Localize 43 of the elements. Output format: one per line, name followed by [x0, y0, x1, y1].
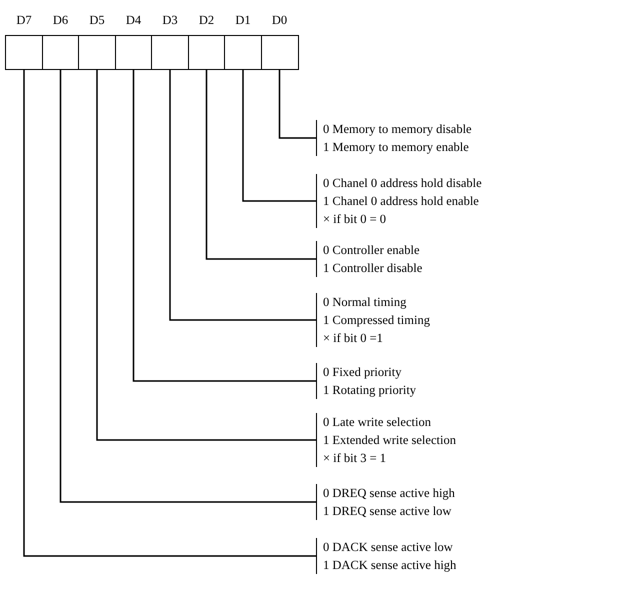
option-group [316, 293, 430, 347]
option-group [316, 413, 456, 467]
bit-label: D7 [15, 12, 33, 28]
option-text: 1 Chanel 0 address hold enable [323, 193, 480, 210]
bit-label: D4 [124, 12, 142, 28]
option-group [316, 241, 422, 277]
option-group [316, 363, 416, 399]
connector-line [96, 70, 316, 441]
option-group [316, 120, 472, 156]
option-group [316, 538, 456, 574]
option-text: 1 DACK sense active high [323, 557, 456, 574]
bit-label: D0 [270, 12, 288, 28]
option-text: 0 DACK sense active low [323, 539, 454, 556]
option-text: 1 Extended write selection [323, 432, 456, 449]
connector-line [60, 70, 316, 503]
connector-line [23, 70, 316, 557]
option-text: 1 Rotating priority [323, 382, 416, 399]
option-text: 0 Late write selection [323, 414, 432, 431]
option-text: 0 Fixed priority [323, 364, 402, 381]
option-text: × if bit 0 = 0 [323, 211, 388, 228]
bit-label: D1 [234, 12, 252, 28]
bit-label: D3 [161, 12, 179, 28]
option-text: 1 DREQ sense active low [323, 503, 452, 520]
bit-label: D2 [198, 12, 216, 28]
option-text: 0 DREQ sense active high [323, 485, 455, 502]
option-text: 1 Controller disable [323, 260, 422, 277]
connector-line [169, 70, 316, 321]
connector-line [278, 70, 316, 139]
option-group [316, 174, 482, 228]
option-text: × if bit 0 =1 [323, 330, 384, 347]
option-text: 0 Memory to memory disable [323, 121, 472, 138]
bit-label: D6 [52, 12, 70, 28]
option-text: 0 Chanel 0 address hold disable [323, 175, 482, 192]
option-text: 0 Controller enable [323, 242, 420, 259]
option-group [316, 484, 455, 520]
connector-line [242, 70, 316, 202]
option-text: 0 Normal timing [323, 294, 408, 311]
connector-line [206, 70, 316, 260]
option-text: × if bit 3 = 1 [323, 450, 388, 467]
connector-line [132, 70, 316, 382]
option-text: 1 Compressed timing [323, 312, 430, 329]
option-text: 1 Memory to memory enable [323, 139, 470, 156]
bit-label: D5 [88, 12, 106, 28]
